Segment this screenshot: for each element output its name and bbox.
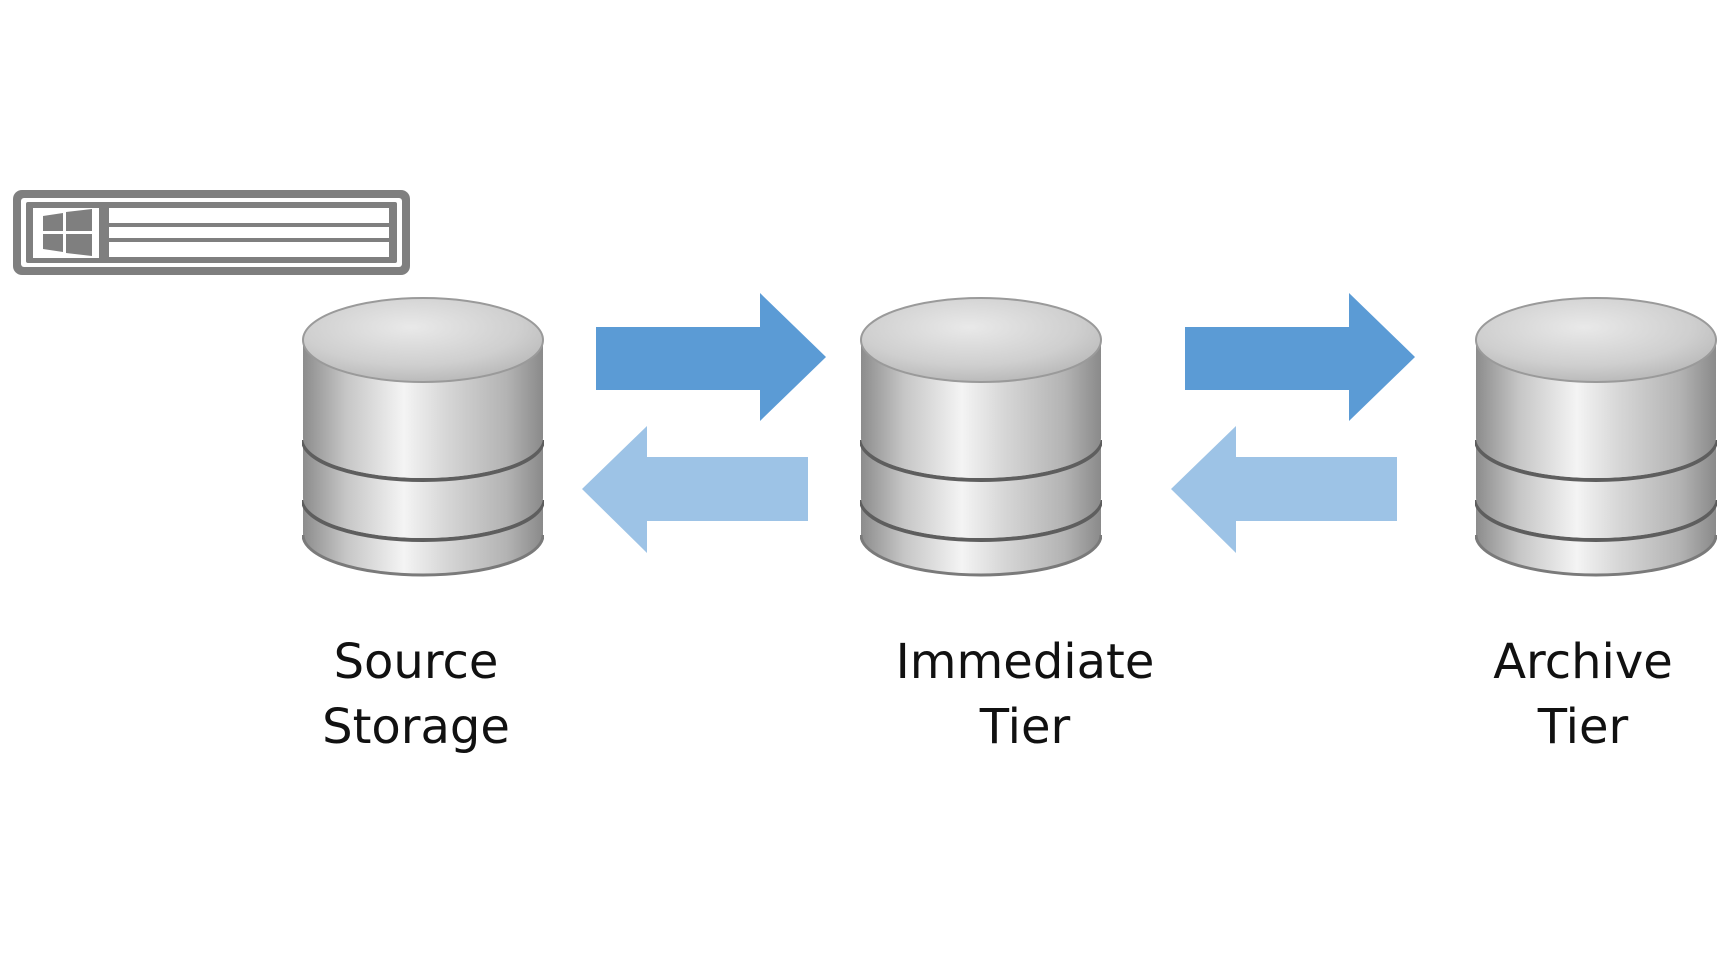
arrow-left-icon	[582, 426, 808, 553]
windows-server-icon	[13, 190, 410, 275]
database-icon-immediate	[861, 298, 1101, 575]
arrow-right-icon	[596, 293, 826, 421]
arrow-left-icon	[1171, 426, 1397, 553]
database-icon-archive	[1476, 298, 1716, 575]
tier-label-source-line2: Storage	[322, 699, 510, 755]
arrow-right-icon	[1185, 293, 1415, 421]
tier-label-immediate-line2: Tier	[979, 699, 1071, 755]
tier-label-archive-line2: Tier	[1537, 699, 1629, 755]
tier-label-immediate-line1: Immediate	[896, 634, 1155, 690]
tier-label-archive-line1: Archive	[1493, 634, 1673, 690]
database-icon-source	[303, 298, 543, 575]
tier-label-source-line1: Source	[334, 634, 499, 690]
